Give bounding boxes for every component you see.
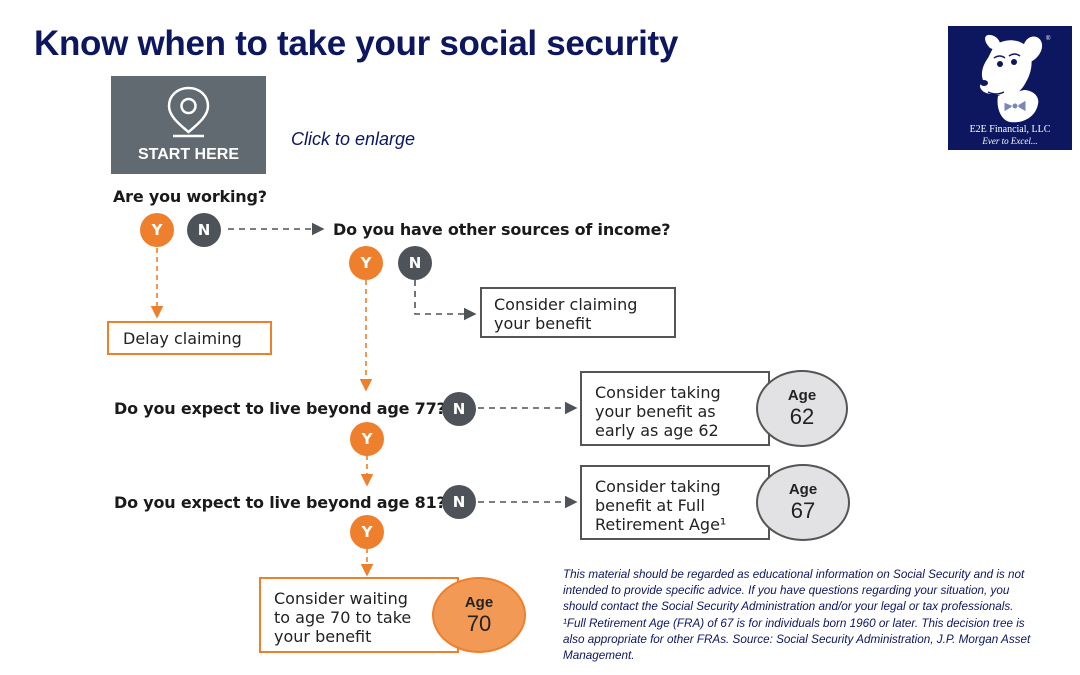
consider-claiming-line1: Consider claiming <box>494 295 638 314</box>
question-other-income: Do you have other sources of income? <box>333 220 671 239</box>
logo-company-name: E2E Financial, LLC <box>969 124 1051 135</box>
company-logo: ® E2E Financial, LLC Ever to Excel... <box>948 26 1072 150</box>
q4-yes-badge: Y <box>350 515 384 549</box>
disclaimer-text: This material should be regarded as educ… <box>563 568 1031 663</box>
age-70-value: 70 <box>466 610 492 636</box>
location-pin-icon <box>167 86 210 138</box>
age-62-label: Age <box>787 387 817 404</box>
question-live-beyond-81: Do you expect to live beyond age 81? <box>114 493 446 512</box>
consider-claiming-line2: your benefit <box>494 314 592 333</box>
claim-wait-line1: Consider waiting <box>274 589 408 608</box>
start-here-box: START HERE <box>111 76 266 174</box>
age-62-value: 62 <box>789 404 815 429</box>
q2-no-badge: N <box>398 246 432 280</box>
page-title: Know when to take your social security <box>34 24 679 63</box>
delay-claiming-box: Delay claiming <box>107 321 272 355</box>
claim-wait-line3: your benefit <box>274 627 372 646</box>
claim-wait-box: Consider waiting to age 70 to take your … <box>259 577 459 653</box>
claim-fra-line2: benefit at Full <box>595 496 705 515</box>
logo-tagline: Ever to Excel... <box>982 136 1038 146</box>
claim-fra-box: Consider taking benefit at Full Retireme… <box>580 465 770 540</box>
q1-no-badge: N <box>187 213 221 247</box>
age-67-value: 67 <box>790 498 816 523</box>
connector-income-no <box>414 280 477 321</box>
q1-yes-badge: Y <box>140 213 174 247</box>
dog-logo-icon: ® <box>980 34 1051 123</box>
claim-early-box: Consider taking your benefit as early as… <box>580 371 770 446</box>
click-to-enlarge-link[interactable]: Click to enlarge <box>291 129 416 149</box>
age-70-label: Age <box>464 593 494 611</box>
age-62-badge: Age 62 <box>756 370 848 447</box>
svg-text:®: ® <box>1046 35 1051 42</box>
q4-no-badge: N <box>442 485 476 519</box>
claim-wait-line2: to age 70 to take <box>274 608 412 627</box>
delay-claiming-text: Delay claiming <box>123 329 242 348</box>
claim-early-line2: your benefit as <box>595 402 716 421</box>
age-67-label: Age <box>788 481 818 498</box>
claim-early-line1: Consider taking <box>595 383 721 402</box>
age-67-badge: Age 67 <box>756 464 850 541</box>
claim-early-line3: early as age 62 <box>595 421 719 440</box>
q3-yes-badge: Y <box>350 422 384 456</box>
claim-fra-line3: Retirement Age¹ <box>595 515 727 534</box>
age-70-badge: Age 70 <box>432 577 526 653</box>
q3-no-badge: N <box>442 392 476 426</box>
start-here-label: START HERE <box>137 146 240 163</box>
question-live-beyond-77: Do you expect to live beyond age 77? <box>114 399 446 418</box>
question-working: Are you working? <box>113 187 267 206</box>
claim-fra-line1: Consider taking <box>595 477 721 496</box>
consider-claiming-box: Consider claiming your benefit <box>480 287 676 338</box>
q2-yes-badge: Y <box>349 246 383 280</box>
